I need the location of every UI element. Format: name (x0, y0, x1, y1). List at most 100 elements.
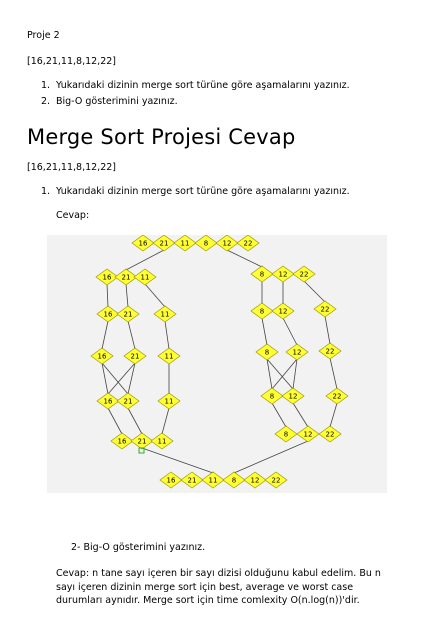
diagram-node-diamond (150, 432, 174, 450)
diagram-node-diamond (313, 300, 337, 318)
diagram-node-value: 21 (188, 477, 197, 485)
question-1-text: Yukarıdaki dizinin merge sort türüne gör… (56, 80, 350, 91)
diagram-edge-left-16-21-to-left-21 (127, 320, 136, 350)
diagram-edge-right-8-to-right-merge-8-12 (266, 358, 294, 390)
diagram-node-value: 16 (98, 353, 107, 361)
diagram-node: 8 (260, 387, 284, 405)
diagram-edge-right-12-to-right-merge-8-12 (292, 358, 298, 390)
diagram-node-value: 12 (293, 349, 302, 357)
diagram-edge-left-16-to-left-merge-16-21 (101, 362, 129, 395)
selection-marker (138, 447, 145, 454)
diagram-node-value: 16 (167, 477, 176, 485)
diagram-node-value: 21 (124, 398, 133, 406)
diagram-node-value: 11 (165, 398, 174, 406)
diagram-node: 11 (153, 305, 177, 323)
diagram-edge-left-merged-to-bottom (141, 447, 214, 474)
diagram-node: 21 (116, 305, 140, 323)
diagram-edge-right-12-to-right-merge-8-12 (271, 358, 298, 390)
diagram-node-diamond (133, 268, 157, 286)
diagram-node: 8 (222, 471, 246, 489)
diagram-node-value: 16 (118, 438, 127, 446)
cevap-label: Cevap: (56, 210, 90, 221)
diagram-node-value: 21 (131, 353, 140, 361)
diagram-node-diamond (285, 343, 309, 361)
diagram-node-diamond (292, 265, 316, 283)
diagram-node: 12 (271, 302, 295, 320)
diagram-node: 22 (236, 235, 260, 252)
diagram-node-diamond (296, 425, 320, 443)
diagram-node: 21 (116, 392, 140, 410)
diagram-node-diamond (194, 235, 218, 252)
diagram-node: 12 (215, 235, 239, 252)
diagram-node: 11 (173, 235, 197, 252)
diagram-node-diamond (325, 387, 349, 405)
answer-item-1-number: 1. (41, 186, 51, 197)
project-title: Proje 2 (27, 30, 60, 41)
diagram-node: 22 (318, 342, 342, 360)
diagram-node-diamond (271, 302, 295, 320)
diagram-node-value: 16 (139, 240, 148, 248)
diagram-node-value: 12 (223, 240, 232, 248)
diagram-edge-right-merge-8-12-to-right-merged (271, 402, 287, 428)
diagram-node: 11 (201, 471, 225, 489)
diagram-edge-right-22-a-to-right-22-b (324, 315, 331, 345)
diagram-node-value: 22 (326, 431, 335, 439)
diagram-node-value: 22 (244, 240, 253, 248)
diagram-node-value: 12 (304, 431, 313, 439)
diagram-node-value: 12 (279, 271, 288, 279)
diagram-edge-right-8-12-to-right-12 (282, 317, 298, 346)
diagram-node: 12 (296, 425, 320, 443)
answer-item-2-text: Big-O gösterimini yazınız. (83, 542, 206, 553)
diagram-edge-left-21-to-left-merge-16-21 (127, 362, 136, 395)
diagram-node-value: 12 (289, 393, 298, 401)
diagram-node: 12 (243, 471, 267, 489)
diagram-edge-left-split-to-left-16-21 (125, 283, 129, 308)
diagram-node: 16 (131, 235, 155, 252)
diagram-node-diamond (116, 305, 140, 323)
diagram-node-diamond (116, 392, 140, 410)
diagram-node-diamond (95, 268, 119, 286)
diagram-node-diamond (215, 235, 239, 252)
diagram-edge-right-8-12-to-right-8 (261, 317, 268, 346)
diagram-node-value: 21 (160, 240, 169, 248)
diagram-node-value: 22 (272, 477, 281, 485)
diagram-node-diamond (180, 471, 204, 489)
diagram-node-value: 8 (284, 431, 288, 439)
diagram-node: 16 (90, 347, 114, 365)
diagram-node-diamond (236, 235, 260, 252)
diagram-node-diamond (201, 471, 225, 489)
diagram-node-value: 8 (260, 271, 264, 279)
diagram-node-diamond (131, 235, 155, 252)
diagram-node-diamond (130, 432, 154, 450)
diagram-edge-right-8-to-right-merge-8-12 (266, 358, 273, 390)
diagram-node: 12 (271, 265, 295, 283)
answer-item-2-text-line: 2- Big-O gösterimini yazınız. (71, 542, 205, 554)
diagram-edge-top-to-right-split (226, 249, 263, 268)
diagram-node: 21 (130, 432, 154, 450)
diagram-node-diamond (281, 387, 305, 405)
diagram-edge-left-split-to-left-16-21 (106, 283, 109, 308)
diagram-edge-right-merged-to-bottom (233, 440, 309, 474)
diagram-node-diamond (153, 305, 177, 323)
diagram-node-diamond (96, 392, 120, 410)
diagram-node-diamond (159, 471, 183, 489)
diagram-node-diamond (222, 471, 246, 489)
diagram-node-value: 11 (141, 274, 150, 282)
diagram-node: 11 (157, 347, 181, 365)
diagram-node: 21 (152, 235, 176, 252)
diagram-node-diamond (264, 471, 288, 489)
diagram-node: 8 (250, 302, 274, 320)
diagram-node-diamond (250, 265, 274, 283)
diagram-node-diamond (152, 235, 176, 252)
diagram-node: 8 (250, 265, 274, 283)
diagram-edge-right-22-b-to-right-22-c (329, 357, 338, 390)
diagram-node-value: 12 (279, 308, 288, 316)
diagram-node-diamond (157, 392, 181, 410)
diagram-node: 8 (194, 235, 218, 252)
diagram-node-diamond (243, 471, 267, 489)
diagram-node-diamond (173, 235, 197, 252)
diagram-node-value: 22 (321, 306, 330, 314)
diagram-node-value: 11 (181, 240, 190, 248)
diagram-node: 22 (264, 471, 288, 489)
